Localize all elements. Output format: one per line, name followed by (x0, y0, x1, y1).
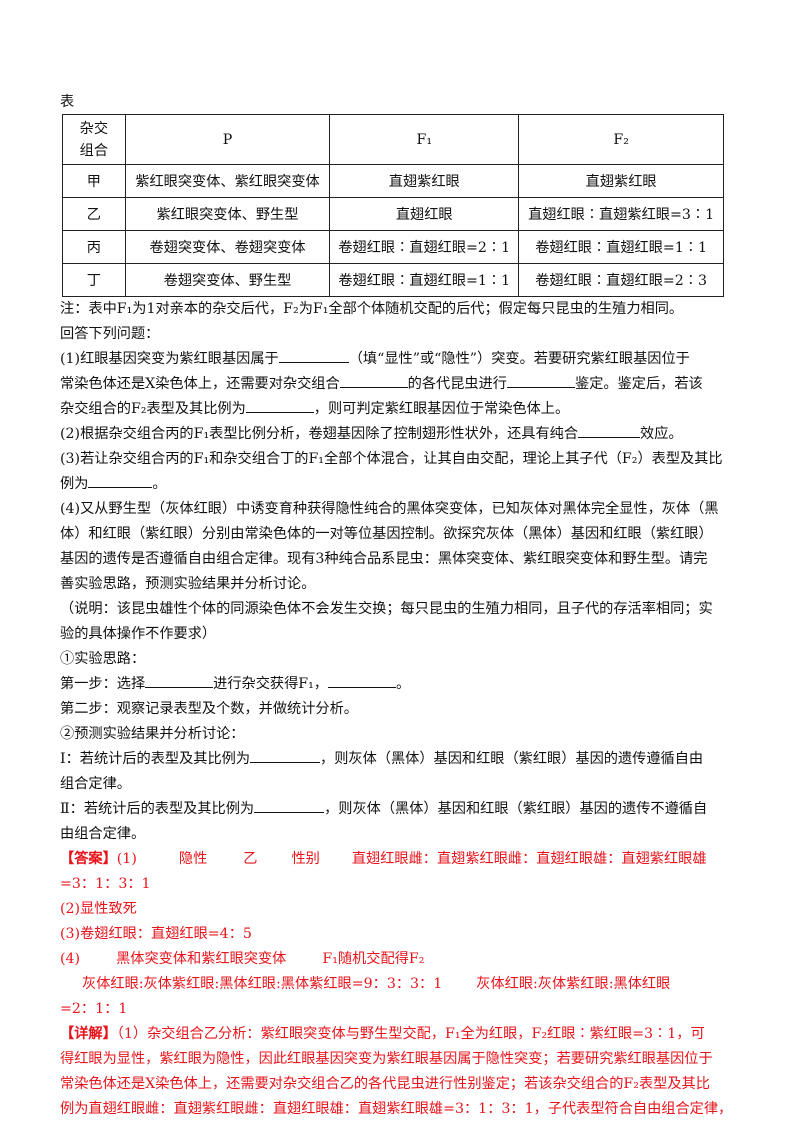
table-cell: 卷翅红眼∶直翅红眼=1∶1 (329, 263, 520, 297)
table-cell: 丙 (62, 230, 126, 264)
question-4-line: 组合定律。 (60, 776, 131, 792)
question-1-line-2: 常染色体还是X染色体上，还需要对杂交组合的各代昆虫进行鉴定。鉴定后，若该 (60, 372, 740, 397)
question-4-line: 由组合定律。 (60, 826, 146, 842)
answer-blank[interactable] (278, 347, 349, 363)
table-cell: 卷翅突变体、野生型 (124, 263, 331, 297)
answer-blank[interactable] (145, 672, 214, 688)
table-cell: 紫红眼突变体、野生型 (124, 197, 331, 231)
question-4-line: 善实验思路，预测实验结果并分析讨论。 (60, 576, 316, 592)
answer-blank[interactable] (250, 747, 321, 763)
answer-label: 【答案】 (60, 851, 117, 867)
question-4-line: 体）和红眼（紫红眼）分别由常染色体的一对等位基因控制。欲探究灰体（黑体）基因和红… (60, 526, 713, 542)
detail-line-1: 【详解】（1）杂交组合乙分析：紫红眼突变体与野生型交配，F₁全为红眼，F₂红眼∶… (60, 1026, 705, 1042)
table-cell: 卷翅突变体、卷翅突变体 (124, 230, 331, 264)
answer-blank[interactable] (88, 472, 153, 488)
question-1-line-3: 杂交组合的F₂表型及其比例为，则可判定紫红眼基因位于常染色体上。 (60, 397, 740, 422)
table-cell: 直翅红眼 (329, 197, 520, 231)
question-1-line-1: (1)红眼基因突变为紫红眼基因属于（填“显性”或“隐性”）突变。若要研究紫红眼基… (60, 347, 740, 372)
detail-label: 【详解】 (60, 1026, 117, 1042)
cross-results-table: 杂交组合 P F₁ F₂ 甲 紫红眼突变体、紫红眼突变体 直翅紫红眼 直翅紫红眼… (62, 114, 724, 297)
table-cell: 直翅紫红眼 (518, 164, 724, 198)
header-f2: F₂ (518, 114, 724, 165)
question-4-line: 基因的遗传是否遵循自由组合定律。现有3种纯合品系昆虫：黑体突变体、紫红眼突变体和… (60, 551, 708, 567)
table-cell: 直翅紫红眼 (329, 164, 520, 198)
table-row: 甲 紫红眼突变体、紫红眼突变体 直翅紫红眼 直翅紫红眼 (62, 164, 724, 198)
question-4-line: （说明：该昆虫雄性个体的同源染色体不会发生交换；每只昆虫的生殖力相同，且子代的存… (60, 601, 713, 617)
answer-blank[interactable] (328, 672, 396, 688)
detail-line: 得红眼为显性，紫红眼为隐性，因此红眼基因突变为紫红眼基因属于隐性突变；若要研究紫… (60, 1051, 713, 1067)
answer-blank[interactable] (245, 397, 314, 413)
detail-line: 例为直翅红眼雌：直翅紫红眼雌：直翅红眼雄：直翅紫红眼雄=3：1：3：1，子代表型… (60, 1101, 733, 1117)
answer-line-3: (3)卷翅红眼：直翅红眼=4：5 (60, 926, 252, 942)
table-cell: 丁 (62, 263, 126, 297)
answer-blank[interactable] (507, 372, 575, 388)
table-row: 乙 紫红眼突变体、野生型 直翅红眼 直翅红眼∶直翅紫红眼=3∶1 (62, 197, 724, 231)
answer-line-1-cont: =3：1：3：1 (60, 876, 151, 892)
table-cell: 卷翅红眼∶直翅红眼=2∶3 (518, 263, 724, 297)
question-4-line: 第二步：观察记录表型及个数，并做统计分析。 (60, 701, 358, 717)
answer-line-1: 【答案】(1)隐性乙性别直翅红眼雌：直翅紫红眼雌：直翅红眼雄：直翅紫红眼雄 (60, 851, 707, 867)
answer-line-4-cont: =2：1：1 (60, 1001, 128, 1017)
question-4-case-1: Ⅰ：若统计后的表型及其比例为，则灰体（黑体）基因和红眼（紫红眼）基因的遗传遵循自… (60, 747, 740, 772)
table-cell: 直翅红眼∶直翅紫红眼=3∶1 (518, 197, 724, 231)
question-4-line: (4)又从野生型（灰体红眼）中诱变育种获得隐性纯合的黑体突变体，已知灰体对黑体完… (60, 501, 719, 517)
question-3-line-1: (3)若让杂交组合丙的F₁和杂交组合丁的F₁全部个体混合，让其自由交配，理论上其… (60, 451, 723, 467)
table-label: 表 (60, 94, 75, 110)
document-page: 表 杂交组合 P F₁ F₂ 甲 紫红眼突变体、紫红眼突变体 直翅紫红眼 直翅紫… (60, 92, 740, 1122)
question-3-line-2: 例为。 (60, 472, 740, 497)
question-2: (2)根据杂交组合丙的F₁表型比例分析，卷翅基因除了控制翅形性状外，还具有纯合效… (60, 422, 740, 447)
detail-line: 常染色体还是X染色体上，还需要对杂交组合乙的各代昆虫进行性别鉴定；若该杂交组合的… (60, 1076, 710, 1092)
table-cell: 卷翅红眼∶直翅红眼=2∶1 (329, 230, 520, 264)
question-prompt: 回答下列问题： (60, 326, 160, 342)
table-row: 丁 卷翅突变体、野生型 卷翅红眼∶直翅红眼=1∶1 卷翅红眼∶直翅红眼=2∶3 (62, 263, 724, 297)
question-4-case-2: Ⅱ：若统计后的表型及其比例为，则灰体（黑体）基因和红眼（紫红眼）基因的遗传不遵循… (60, 797, 740, 822)
answer-blank[interactable] (578, 422, 641, 438)
table-cell: 甲 (62, 164, 126, 198)
answer-blank[interactable] (339, 372, 408, 388)
header-cross-group: 杂交组合 (62, 114, 126, 165)
table-row: 丙 卷翅突变体、卷翅突变体 卷翅红眼∶直翅红眼=2∶1 卷翅红眼∶直翅红眼=1∶… (62, 230, 724, 264)
table-cell: 紫红眼突变体、紫红眼突变体 (124, 164, 331, 198)
question-4-line: ①实验思路： (60, 651, 146, 667)
table-note: 注：表中F₁为1对亲本的杂交后代，F₂为F₁全部个体随机交配的后代；假定每只昆虫… (60, 301, 684, 317)
header-p: P (124, 114, 331, 165)
question-4-line: ②预测实验结果并分析讨论： (60, 726, 245, 742)
header-f1: F₁ (329, 114, 520, 165)
table-header-row: 杂交组合 P F₁ F₂ (62, 114, 724, 165)
table-cell: 卷翅红眼∶直翅红眼=1∶1 (518, 230, 724, 264)
answer-line-2: (2)显性致死 (60, 901, 137, 917)
question-4-line: 验的具体操作不作要求） (60, 626, 217, 642)
table-cell: 乙 (62, 197, 126, 231)
question-4-step-1: 第一步：选择进行杂交获得F₁，。 (60, 672, 740, 697)
answer-blank[interactable] (254, 797, 325, 813)
